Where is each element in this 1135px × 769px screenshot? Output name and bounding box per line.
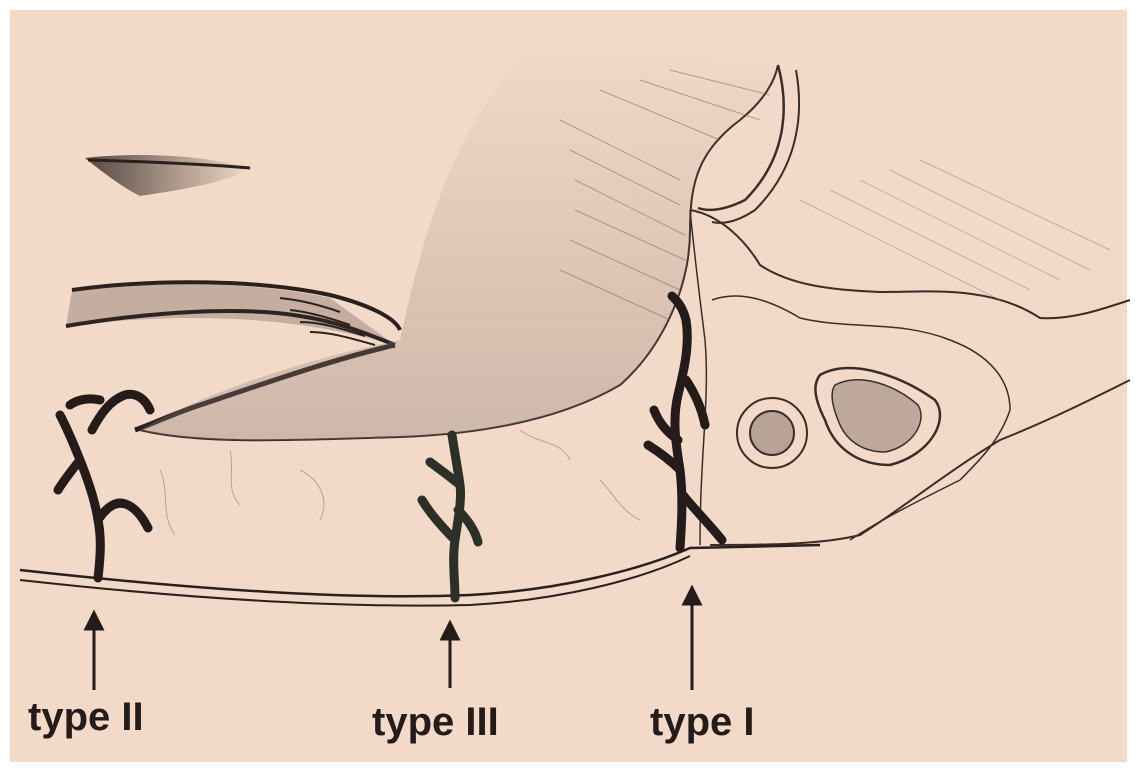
label-type-i: type I <box>650 700 754 744</box>
label-type-ii: type II <box>28 695 144 739</box>
small-vessel-lumen <box>750 411 794 455</box>
label-type-iii: type III <box>372 700 499 744</box>
